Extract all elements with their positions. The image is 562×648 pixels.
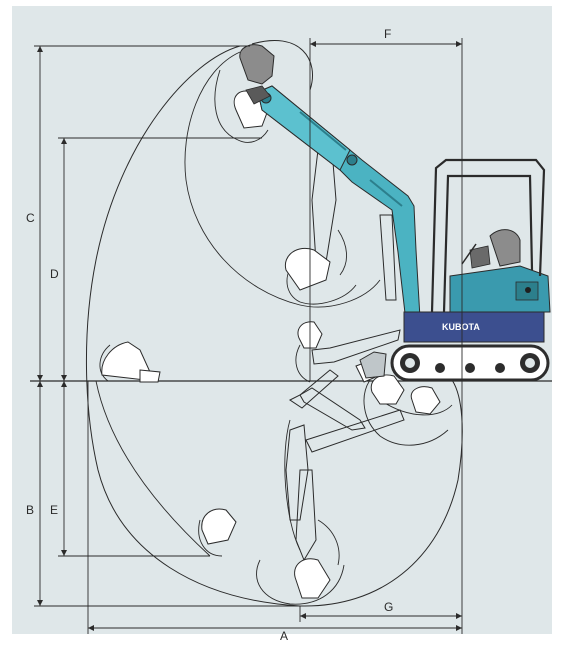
dimension-arrows <box>37 41 462 631</box>
dimension-lines <box>34 38 463 634</box>
main-bucket <box>239 44 275 105</box>
brand-text: KUBOTA <box>442 322 480 332</box>
dimension-label-c: C <box>26 211 35 225</box>
main-boom-arm <box>257 85 421 324</box>
bucket-swing-arcs <box>95 51 453 605</box>
dimension-label-d: D <box>50 267 59 281</box>
ghost-buckets <box>101 90 441 599</box>
dimension-label-g: G <box>384 600 393 614</box>
working-range-envelope <box>85 39 463 607</box>
dimension-label-b: B <box>26 503 34 517</box>
dimension-label-f: F <box>384 27 391 41</box>
excavator-body: KUBOTA <box>359 158 551 382</box>
dimension-label-a: A <box>280 629 288 643</box>
operator-canopy <box>430 158 546 313</box>
dimension-label-e: E <box>50 503 58 517</box>
